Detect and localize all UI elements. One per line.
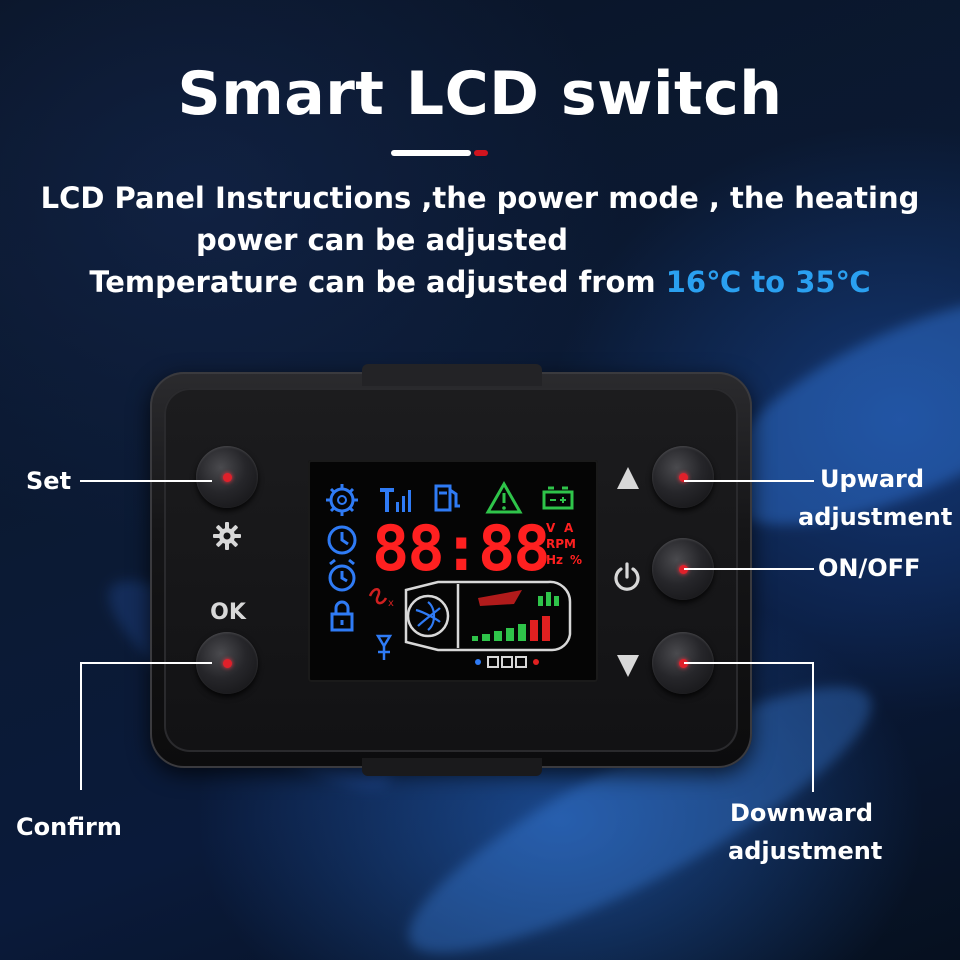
callout-line-downward: [812, 662, 814, 792]
triangle-down-icon: [614, 652, 642, 680]
temperature-text: Temperature can be adjusted from: [89, 265, 666, 299]
title-underline-red: [474, 150, 488, 156]
lcd-unit-labels: V A RPM Hz %: [546, 521, 582, 567]
fan-speed-icon: [538, 592, 559, 606]
ok-label: OK: [210, 600, 246, 625]
button-indicator-dot: [223, 473, 232, 482]
callout-line-on-off: [684, 568, 814, 570]
clock-icon: [327, 525, 357, 555]
callout-line-confirm: [80, 662, 212, 664]
unit-rpm: RPM: [546, 537, 576, 551]
temperature-range: 16℃ to 35℃: [665, 265, 871, 299]
status-dots-icon: [475, 656, 539, 668]
lcd-segment-digits: 88:88: [372, 512, 551, 585]
callout-set: Set: [26, 467, 72, 495]
upward-adjustment-button[interactable]: [652, 446, 714, 508]
battery-icon: [542, 486, 574, 510]
description-line-3: Temperature can be adjusted from 16℃ to …: [0, 264, 960, 300]
unit-v: V: [546, 521, 556, 535]
lcd-screen: x 88:88 V A RPM Hz %: [308, 460, 598, 682]
heater-element-icon: x: [368, 588, 394, 609]
lock-icon: [330, 600, 354, 632]
callout-confirm: Confirm: [16, 813, 122, 841]
description-line-2: power can be adjusted: [196, 223, 569, 257]
alarm-clock-icon: [328, 558, 356, 592]
heater-unit-icon: [404, 580, 572, 652]
signal-strength-icon: [380, 488, 411, 512]
device-top-clip: [362, 364, 542, 386]
unit-a: A: [564, 521, 574, 535]
button-indicator-dot: [223, 659, 232, 668]
title-underline-white: [391, 150, 471, 156]
fuel-pump-icon: [434, 484, 460, 512]
page-title: Smart LCD switch: [177, 59, 783, 129]
callout-line-confirm: [80, 662, 82, 790]
button-indicator-dot: [679, 659, 688, 668]
unit-pct: %: [570, 553, 582, 567]
flame-icon: [478, 590, 522, 606]
description-line-1: LCD Panel Instructions ,the power mode ,…: [40, 181, 920, 215]
button-indicator-dot: [679, 473, 688, 482]
triangle-up-icon: [614, 464, 642, 492]
gear-icon: [210, 519, 244, 553]
power-icon: [610, 560, 644, 594]
callout-upward-line1: Upward: [820, 465, 925, 493]
power-level-bars: [472, 616, 550, 641]
callout-on-off: ON/OFF: [818, 554, 921, 582]
segment-display-text: 88:88: [372, 512, 549, 585]
settings-gear-icon: [326, 484, 358, 516]
callout-downward-line2: adjustment: [728, 837, 883, 865]
svg-text:x: x: [388, 598, 394, 609]
callout-line-set: [80, 480, 212, 482]
altitude-icon: [375, 634, 393, 660]
callout-upward-line2: adjustment: [798, 503, 953, 531]
set-button[interactable]: [196, 446, 258, 508]
callout-line-downward: [684, 662, 814, 664]
button-indicator-dot: [679, 565, 688, 574]
warning-icon: [485, 480, 523, 514]
device-bottom-clip: [362, 758, 542, 776]
lcd-controller-device: [150, 364, 752, 776]
callout-line-upward: [684, 480, 814, 482]
unit-hz: Hz: [546, 553, 563, 567]
callout-downward-line1: Downward: [730, 799, 874, 827]
